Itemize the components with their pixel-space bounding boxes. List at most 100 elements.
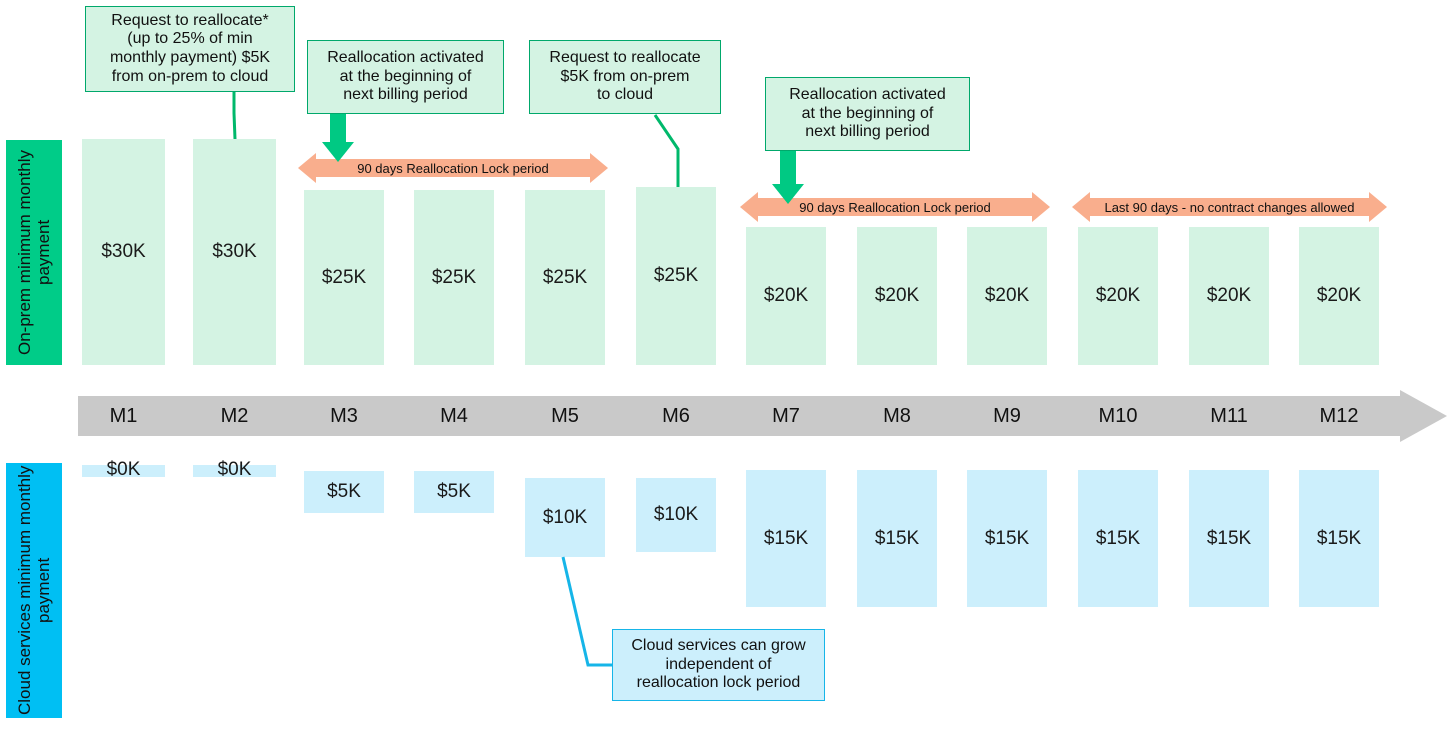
month-label-text: M12 bbox=[1319, 404, 1359, 427]
callout-request-reallocate-2[interactable]: Request to reallocate $5K from on-prem t… bbox=[529, 40, 721, 114]
lock-period-arrow-1: 90 days Reallocation Lock period bbox=[298, 153, 608, 183]
connector-request-1 bbox=[232, 92, 237, 140]
callout-line: from on-prem to cloud bbox=[111, 67, 269, 85]
month-label-m6: M6 bbox=[636, 396, 716, 436]
arrow-right-head-icon bbox=[590, 153, 608, 183]
onprem-bar-m6: $25K bbox=[636, 187, 716, 365]
callout-line: to cloud bbox=[596, 86, 654, 104]
cloud-bar-value: $0K bbox=[106, 459, 141, 480]
cloud-bar-m7: $15K bbox=[746, 470, 826, 607]
arrow-left-head-icon bbox=[1072, 192, 1090, 222]
lock-period-arrow-2: 90 days Reallocation Lock period bbox=[740, 192, 1050, 222]
month-label-m10: M10 bbox=[1078, 396, 1158, 436]
onprem-bar-value: $20K bbox=[984, 285, 1030, 306]
cloud-bar-m1: $0K bbox=[82, 459, 165, 480]
cloud-bar-m2: $0K bbox=[193, 459, 276, 480]
callout-line: at the beginning of bbox=[801, 104, 934, 122]
month-label-m3: M3 bbox=[304, 396, 384, 436]
cloud-bar-m8: $15K bbox=[857, 470, 937, 607]
cloud-bar-value: $15K bbox=[1316, 527, 1362, 549]
lock-period-label: 90 days Reallocation Lock period bbox=[357, 160, 549, 176]
cloud-bar-m5: $10K bbox=[525, 478, 605, 557]
month-label-text: M11 bbox=[1210, 404, 1248, 427]
onprem-bar-value: $20K bbox=[1316, 285, 1362, 306]
onprem-bar-m11: $20K bbox=[1189, 227, 1269, 365]
callout-line: monthly payment) $5K bbox=[109, 49, 271, 66]
callout-line: Cloud services can grow bbox=[631, 637, 806, 655]
callout-line: at the beginning of bbox=[339, 67, 472, 85]
arrow-body bbox=[757, 198, 1033, 216]
onprem-bar-m8: $20K bbox=[857, 227, 937, 365]
onprem-bar-value: $30K bbox=[212, 241, 257, 262]
callout-request-reallocate-1[interactable]: Request to reallocate* (up to 25% of min… bbox=[85, 6, 295, 92]
arrow-right-head-icon bbox=[1369, 192, 1387, 222]
month-label-m2: M2 bbox=[193, 396, 276, 436]
onprem-bar-value: $20K bbox=[763, 285, 809, 306]
cloud-bar-value: $0K bbox=[217, 459, 252, 480]
month-label-text: M4 bbox=[440, 404, 468, 427]
onprem-bar-m5: $25K bbox=[525, 190, 605, 365]
cloud-bar-m3: $5K bbox=[304, 471, 384, 513]
callout-reallocation-activated-2[interactable]: Reallocation activated at the beginning … bbox=[765, 77, 970, 151]
month-label-m12: M12 bbox=[1299, 396, 1379, 436]
onprem-bar-value: $25K bbox=[542, 266, 588, 288]
month-label-m9: M9 bbox=[967, 396, 1047, 436]
callout-text: Reallocation activated at the beginning … bbox=[789, 86, 946, 142]
onprem-bar-m1: $30K bbox=[82, 139, 165, 365]
cloud-bar-m4: $5K bbox=[414, 471, 494, 513]
arrow-body bbox=[1089, 198, 1370, 216]
onprem-bar-m7: $20K bbox=[746, 227, 826, 365]
onprem-bar-value: $25K bbox=[321, 266, 367, 288]
onprem-bar-value: $20K bbox=[1206, 285, 1252, 306]
arrow-body bbox=[315, 159, 591, 177]
callout-text: Cloud services can grow independent of r… bbox=[631, 637, 805, 693]
callout-line: independent of bbox=[665, 655, 772, 673]
cloud-bar-value: $10K bbox=[542, 506, 588, 528]
cloud-bar-value: $15K bbox=[1095, 527, 1141, 549]
cloud-bar-m9: $15K bbox=[967, 470, 1047, 607]
onprem-bar-value: $25K bbox=[653, 265, 699, 286]
callout-line: Reallocation activated bbox=[327, 49, 484, 67]
callout-line: Request to reallocate* bbox=[111, 11, 269, 29]
month-label-text: M9 bbox=[993, 404, 1021, 427]
onprem-axis-label: On-prem minimum monthly payment bbox=[6, 140, 62, 365]
month-label-text: M10 bbox=[1098, 404, 1138, 427]
callout-line: next billing period bbox=[805, 123, 930, 141]
lock-period-label: 90 days Reallocation Lock period bbox=[799, 199, 991, 215]
cloud-bar-m10: $15K bbox=[1078, 470, 1158, 607]
onprem-bar-m4: $25K bbox=[414, 190, 494, 365]
onprem-bar-m3: $25K bbox=[304, 190, 384, 365]
month-label-m5: M5 bbox=[525, 396, 605, 436]
cloud-bar-m12: $15K bbox=[1299, 470, 1379, 607]
cloud-bar-value: $10K bbox=[653, 504, 699, 525]
onprem-bar-value: $20K bbox=[874, 285, 920, 306]
cloud-bar-value: $15K bbox=[763, 527, 809, 549]
month-label-text: M7 bbox=[772, 404, 800, 427]
month-axis-body bbox=[78, 396, 1400, 436]
month-label-m1: M1 bbox=[82, 396, 165, 436]
callout-reallocation-activated-1[interactable]: Reallocation activated at the beginning … bbox=[307, 40, 504, 114]
month-axis: M1 M2 M3 M4 M5 M6 M7 M8 M9 M10 M11 M12 bbox=[78, 390, 1447, 442]
onprem-bar-value: $25K bbox=[431, 266, 477, 288]
month-label-text: M5 bbox=[551, 404, 579, 427]
cloud-bar-value: $15K bbox=[1206, 527, 1252, 549]
month-label-text: M6 bbox=[662, 404, 690, 427]
month-label-text: M3 bbox=[330, 404, 358, 427]
onprem-bar-m10: $20K bbox=[1078, 227, 1158, 365]
callout-line: Reallocation activated bbox=[789, 86, 946, 104]
month-axis-arrowhead-icon bbox=[1400, 390, 1447, 442]
callout-line: Request to reallocate bbox=[549, 49, 701, 67]
onprem-bar-value: $30K bbox=[101, 241, 146, 262]
callout-cloud-grow[interactable]: Cloud services can grow independent of r… bbox=[612, 629, 825, 701]
arrow-right-head-icon bbox=[1032, 192, 1050, 222]
callout-text: Request to reallocate $5K from on-prem t… bbox=[549, 49, 700, 105]
onprem-bar-m9: $20K bbox=[967, 227, 1047, 365]
callout-text: Reallocation activated at the beginning … bbox=[327, 49, 484, 105]
cloud-bar-value: $5K bbox=[327, 481, 361, 502]
onprem-bar-m12: $20K bbox=[1299, 227, 1379, 365]
month-label-text: M1 bbox=[109, 404, 138, 427]
cloud-axis-label: Cloud services minimum monthly payment bbox=[6, 463, 62, 718]
month-label-m4: M4 bbox=[414, 396, 494, 436]
connector-request-2 bbox=[653, 114, 680, 187]
